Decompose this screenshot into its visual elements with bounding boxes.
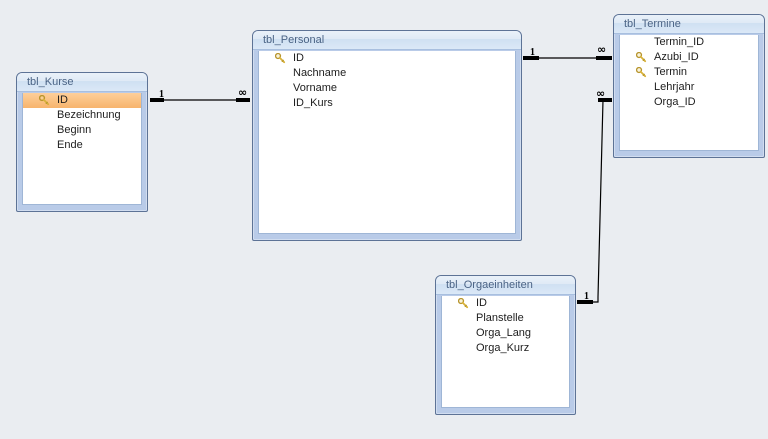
relationship-line-personal-termine	[523, 56, 612, 60]
relationship-line-kurse-personal	[150, 98, 250, 102]
field-label: Orga_Kurz	[476, 342, 530, 354]
relationship-label-kurse-1: 1	[159, 89, 164, 100]
field-row[interactable]: Nachname	[259, 66, 515, 81]
table-field-list-tbl-termine[interactable]: Termin_ID Azubi_ID	[619, 35, 759, 151]
table-window-tbl-orgaeinheiten[interactable]: tbl_Orgaeinheiten ID Planstelle Orga_Lan…	[435, 275, 576, 415]
table-title-tbl-personal[interactable]: tbl_Personal	[253, 31, 521, 50]
table-title-tbl-orgaeinheiten[interactable]: tbl_Orgaeinheiten	[436, 276, 575, 295]
field-label: Orga_ID	[654, 96, 696, 108]
field-label: Azubi_ID	[654, 51, 699, 63]
field-row[interactable]: Termin_ID	[620, 35, 758, 50]
table-title-tbl-termine[interactable]: tbl_Termine	[614, 15, 764, 34]
field-label: ID	[476, 297, 487, 309]
field-label: Vorname	[293, 82, 338, 94]
relationship-label-orgaeinheiten-1: 1	[584, 291, 589, 302]
field-label: Nachname	[293, 67, 347, 79]
field-label: Planstelle	[476, 312, 524, 324]
relationship-label-termine-many-a: ∞	[597, 43, 606, 56]
primary-key-icon	[635, 51, 647, 63]
field-label: Lehrjahr	[654, 81, 695, 93]
field-row[interactable]: Vorname	[259, 81, 515, 96]
table-field-list-tbl-orgaeinheiten[interactable]: ID Planstelle Orga_Lang Orga_Kurz	[441, 296, 570, 408]
field-row[interactable]: Azubi_ID	[620, 50, 758, 65]
field-label: ID	[57, 94, 68, 106]
table-window-tbl-personal[interactable]: tbl_Personal ID Nachname Vorname	[252, 30, 522, 241]
primary-key-icon	[635, 66, 647, 78]
primary-key-icon	[38, 94, 50, 106]
field-row[interactable]: ID	[23, 93, 141, 108]
table-field-list-tbl-kurse[interactable]: ID Bezeichnung Beginn Ende	[22, 93, 142, 205]
field-row[interactable]: Orga_Kurz	[442, 341, 569, 356]
field-row[interactable]: Planstelle	[442, 311, 569, 326]
relationship-label-termine-many-b: ∞	[596, 87, 605, 100]
field-label: Termin_ID	[654, 36, 705, 48]
primary-key-icon	[457, 297, 469, 309]
relationship-line-orgaeinheiten-termine	[577, 98, 612, 304]
field-row[interactable]: ID_Kurs	[259, 96, 515, 111]
field-label: ID_Kurs	[293, 97, 333, 109]
field-label: ID	[293, 52, 304, 64]
field-row[interactable]: Orga_Lang	[442, 326, 569, 341]
field-label: Ende	[57, 139, 83, 151]
field-row[interactable]: Lehrjahr	[620, 80, 758, 95]
relationship-label-personal-many: ∞	[238, 86, 247, 99]
field-label: Bezeichnung	[57, 109, 121, 121]
field-label: Orga_Lang	[476, 327, 532, 339]
field-label: Beginn	[57, 124, 92, 136]
table-window-tbl-kurse[interactable]: tbl_Kurse ID Bezeichnung Beginn	[16, 72, 148, 212]
primary-key-icon	[274, 52, 286, 64]
field-row[interactable]: Bezeichnung	[23, 108, 141, 123]
field-row[interactable]: ID	[259, 51, 515, 66]
table-window-tbl-termine[interactable]: tbl_Termine Termin_ID Azubi_ID	[613, 14, 765, 158]
table-field-list-tbl-personal[interactable]: ID Nachname Vorname ID_Kurs	[258, 51, 516, 234]
field-row[interactable]: Orga_ID	[620, 95, 758, 110]
field-label: Termin	[654, 66, 688, 78]
table-title-tbl-kurse[interactable]: tbl_Kurse	[17, 73, 147, 92]
relationship-label-personal-1: 1	[530, 47, 535, 58]
field-row[interactable]: Ende	[23, 138, 141, 153]
field-row[interactable]: Termin	[620, 65, 758, 80]
field-row[interactable]: ID	[442, 296, 569, 311]
field-row[interactable]: Beginn	[23, 123, 141, 138]
